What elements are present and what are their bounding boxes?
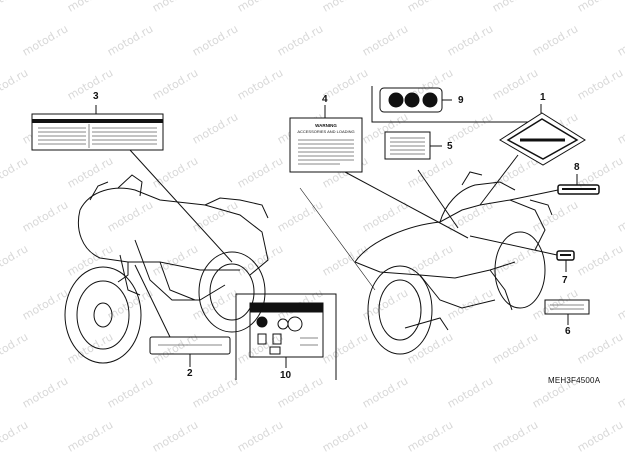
label-3-safety-label [31, 113, 164, 151]
callout-3: 3 [93, 91, 99, 102]
callout-7: 7 [562, 275, 568, 286]
motorcycle-front-view [64, 174, 269, 364]
warning-label-subtitle: ACCESSORIES AND LOADING [297, 129, 354, 134]
leader-3b [129, 149, 233, 263]
callout-5: 5 [447, 141, 453, 152]
callout-1: 1 [540, 92, 546, 103]
warning-label-title: WARNING [315, 123, 337, 128]
callout-6: 6 [565, 326, 571, 337]
label-4-warning-label [289, 117, 363, 173]
callout-9: 9 [458, 95, 464, 106]
callout-2: 2 [187, 368, 193, 379]
callout-8: 8 [574, 162, 580, 173]
motorcycle-rear-view [354, 171, 553, 355]
callout-10: 10 [280, 370, 292, 381]
callout-4: 4 [322, 94, 328, 105]
diagram-code: MEH3F4500A [548, 376, 601, 385]
